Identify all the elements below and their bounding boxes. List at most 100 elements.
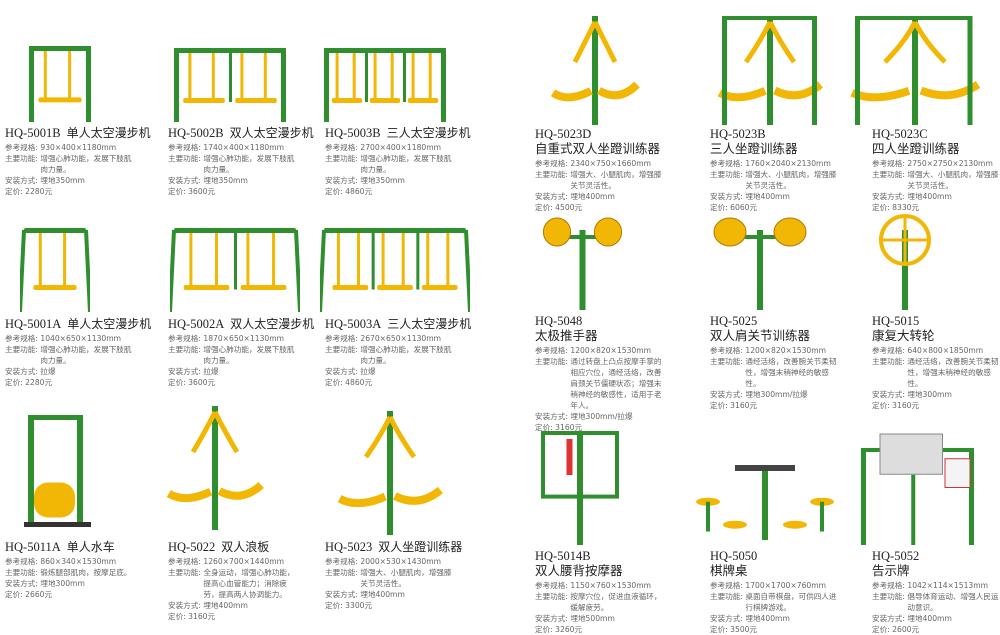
- install-label: 安装方式:: [535, 192, 568, 201]
- walker-a-2-icon: [168, 222, 302, 316]
- function-value: 增强心肺功能，发展下肢肌肉力量。: [40, 154, 132, 174]
- function-label: 主要功能:: [710, 170, 743, 179]
- product-details: 参考规格: 1040×650×1130mm 主要功能: 增强心肺功能，发展下肢肌…: [5, 333, 170, 388]
- install-label: 安装方式:: [325, 367, 358, 376]
- spec-value: 2700×400×1180mm: [360, 143, 442, 152]
- product-name: 单人太空漫步机: [66, 126, 151, 140]
- price-value: 4500元: [555, 203, 583, 212]
- install-label: 安装方式:: [325, 590, 358, 599]
- price-label: 定价:: [872, 203, 890, 212]
- product-code: HQ-5025: [710, 314, 758, 328]
- function-label: 主要功能:: [168, 345, 201, 354]
- price-label: 定价:: [168, 612, 186, 621]
- product-details: 参考规格: 2670×650×1130mm 主要功能: 增强心肺功能，发展下肢肌…: [325, 333, 490, 388]
- function-value: 通过转盘上凸点按摩手掌的相应穴位，通经活络，改善肩颈关节僵硬状态；增强末稍神经的…: [570, 357, 662, 410]
- price-value: 2280元: [25, 378, 53, 387]
- price-label: 定价:: [5, 187, 23, 196]
- price-value: 4860元: [345, 187, 373, 196]
- install-label: 安装方式:: [325, 176, 358, 185]
- install-value: 埋地400mm: [570, 192, 615, 201]
- price-value: 3160元: [730, 401, 758, 410]
- function-label: 主要功能:: [872, 592, 905, 601]
- product-name: 棋牌桌: [710, 563, 748, 578]
- spec-value: 1200×820×1530mm: [570, 346, 652, 355]
- spec-label: 参考规格:: [710, 346, 743, 355]
- seat-press-icon: [330, 405, 450, 539]
- walker-3-icon: [320, 42, 450, 126]
- product-details: 参考规格: 860×340×1530mm 主要功能: 锻炼腿部肌肉，按摩足底。 …: [5, 556, 170, 600]
- spec-value: 930×400×1180mm: [40, 143, 117, 152]
- product-name: 双人太空漫步机: [229, 126, 314, 140]
- product-name: 四人坐蹬训练器: [872, 141, 960, 156]
- spec-label: 参考规格:: [5, 143, 38, 152]
- price-value: 2280元: [25, 187, 53, 196]
- function-value: 增强心肺功能，发展下肢肌肉力量。: [40, 345, 132, 365]
- price-label: 定价:: [325, 187, 343, 196]
- price-label: 定价:: [325, 378, 343, 387]
- install-value: 拉爆: [360, 367, 376, 376]
- spec-label: 参考规格:: [5, 334, 38, 343]
- product-name: 单人水车: [66, 540, 115, 554]
- product-details: 参考规格: 1870×650×1130mm 主要功能: 增强心肺功能，发展下肢肌…: [168, 333, 333, 388]
- function-value: 增强心肺功能，发展下肢肌肉力量。: [360, 154, 452, 174]
- install-value: 埋地350mm: [360, 176, 405, 185]
- product-name: 双人肩关节训练器: [710, 328, 811, 343]
- product-details: 参考规格: 930×400×1180mm 主要功能: 增强心肺功能，发展下肢肌肉…: [5, 142, 170, 197]
- function-label: 主要功能:: [535, 170, 568, 179]
- install-value: 埋地300mm: [907, 390, 952, 399]
- spec-label: 参考规格:: [535, 159, 568, 168]
- function-label: 主要功能:: [168, 154, 201, 163]
- install-label: 安装方式:: [710, 390, 743, 399]
- install-label: 安装方式:: [168, 176, 201, 185]
- price-value: 3160元: [188, 612, 216, 621]
- price-label: 定价:: [872, 401, 890, 410]
- spec-label: 参考规格:: [872, 581, 905, 590]
- product-name: 三人坐蹬训练器: [710, 141, 798, 156]
- walker-1-icon: [25, 40, 95, 126]
- price-value: 3260元: [555, 625, 583, 634]
- spec-label: 参考规格:: [535, 346, 568, 355]
- product-code: HQ-5023B: [710, 127, 766, 141]
- install-label: 安装方式:: [535, 412, 568, 421]
- product-details: 参考规格: 640×800×1850mm 主要功能: 通经活络，改善腕关节柔韧性…: [872, 345, 1000, 411]
- function-value: 桌面自带棋盘，可供四人进行棋牌游戏。: [745, 592, 837, 612]
- price-label: 定价:: [168, 187, 186, 196]
- function-label: 主要功能:: [5, 345, 38, 354]
- function-value: 倡导体育运动、增强人民运动意识。: [907, 592, 999, 612]
- install-value: 埋地400mm: [907, 614, 952, 623]
- product-code: HQ-5023C: [872, 127, 928, 141]
- price-value: 3160元: [892, 401, 920, 410]
- spec-value: 1040×650×1130mm: [40, 334, 122, 343]
- function-value: 增强大、小腿肌肉，增强膝关节灵活性。: [907, 170, 999, 190]
- price-label: 定价:: [710, 401, 728, 410]
- function-value: 增强大、小腿肌肉，增强膝关节灵活性。: [570, 170, 662, 190]
- product-name: 单人太空漫步机: [67, 317, 152, 331]
- function-value: 增强心肺功能，发展下肢肌肉力量。: [360, 345, 452, 365]
- product-details: 参考规格: 1042×114×1513mm 主要功能: 倡导体育运动、增强人民运…: [872, 580, 1000, 635]
- spec-value: 1700×1700×760mm: [745, 581, 827, 590]
- spec-label: 参考规格:: [325, 334, 358, 343]
- price-value: 3300元: [345, 601, 373, 610]
- product-name: 三人太空漫步机: [387, 317, 472, 331]
- function-label: 主要功能:: [5, 568, 38, 577]
- product-details: 参考规格: 1700×1700×760mm 主要功能: 桌面自带棋盘，可供四人进…: [710, 580, 875, 635]
- chess-table-icon: [690, 455, 840, 544]
- install-label: 安装方式:: [5, 579, 38, 588]
- product-details: 参考规格: 2340×750×1660mm 主要功能: 增强大、小腿肌肉，增强膝…: [535, 158, 700, 213]
- product-code: HQ-5015: [872, 314, 920, 328]
- spec-label: 参考规格:: [168, 557, 201, 566]
- install-label: 安装方式:: [872, 390, 905, 399]
- notice-board-icon: [855, 430, 980, 549]
- price-value: 3600元: [188, 187, 216, 196]
- install-value: 埋地300mm/拉爆: [570, 412, 633, 421]
- price-value: 3160元: [555, 423, 583, 432]
